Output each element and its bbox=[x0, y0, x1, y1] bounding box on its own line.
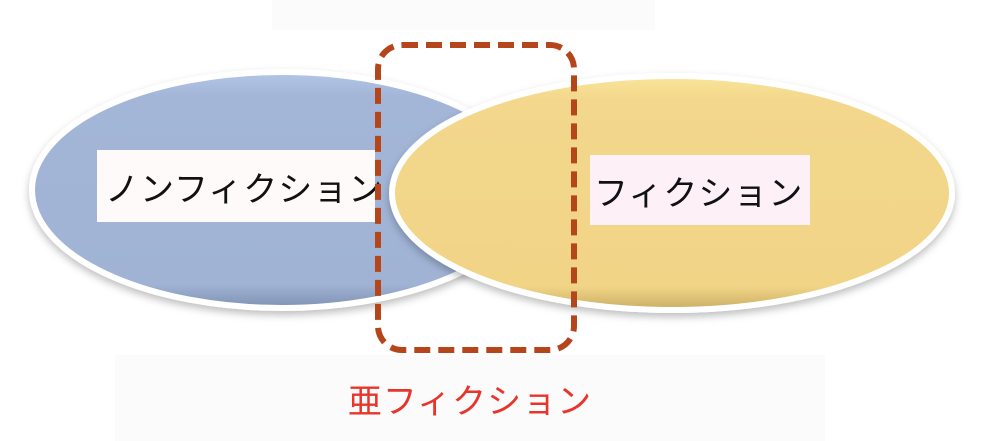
overlap-label-box: 亜フィクション bbox=[115, 355, 825, 441]
fiction-label-box: フィクション bbox=[590, 155, 810, 225]
top-blank-box bbox=[272, 0, 655, 30]
nonfiction-label: ノンフィクション bbox=[105, 169, 384, 210]
fiction-label: フィクション bbox=[594, 173, 804, 214]
nonfiction-label-box: ノンフィクション bbox=[97, 150, 382, 222]
overlap-dashed-rect bbox=[375, 42, 577, 353]
overlap-label: 亜フィクション bbox=[347, 381, 593, 422]
